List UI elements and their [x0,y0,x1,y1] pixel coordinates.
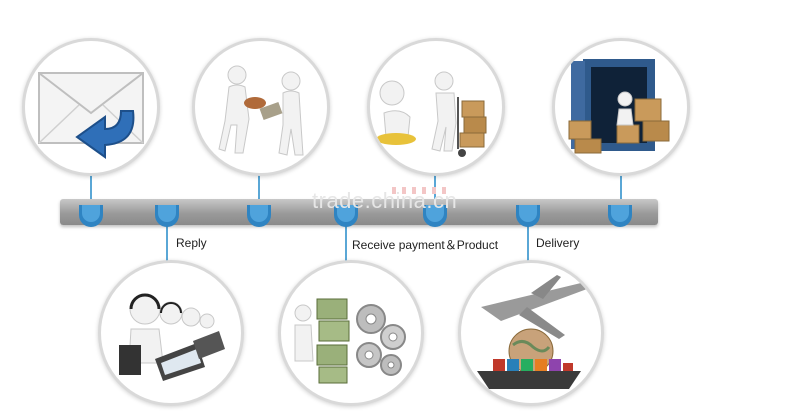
watermark-logo-marks [392,181,462,194]
call-center-icon [119,293,225,381]
connector-reply [166,222,168,262]
watermark-text: trade.china.cn [312,188,458,213]
step-payment-circle [192,38,330,176]
step-receive-circle [278,260,424,406]
connector-delivery [527,222,529,262]
timeline-node [247,205,271,227]
label-reply: Reply [176,236,207,250]
timeline-node [155,205,179,227]
step-reply-circle [98,260,244,406]
plane-ship-globe-icon [477,275,587,389]
step-packing-circle [367,38,505,176]
connector-receive [345,222,347,262]
timeline-node [334,205,358,227]
connector-4 [620,174,622,204]
money-gears-icon [294,298,406,384]
connector-1 [90,174,92,204]
container-loading-icon [568,59,670,154]
email-reply-icon [38,72,144,159]
packing-cart-icon [376,71,487,157]
connector-2 [258,174,260,204]
step-shipping-circle [552,38,690,176]
label-delivery: Delivery [536,236,580,250]
timeline-node [608,205,632,227]
label-receive: Receive payment＆Product [352,238,499,252]
timeline-node [423,205,447,227]
step-delivery-circle [458,260,604,406]
handshake-payment-icon [218,65,304,156]
step-email-circle [22,38,160,176]
timeline-node [516,205,540,227]
timeline-node [79,205,103,227]
